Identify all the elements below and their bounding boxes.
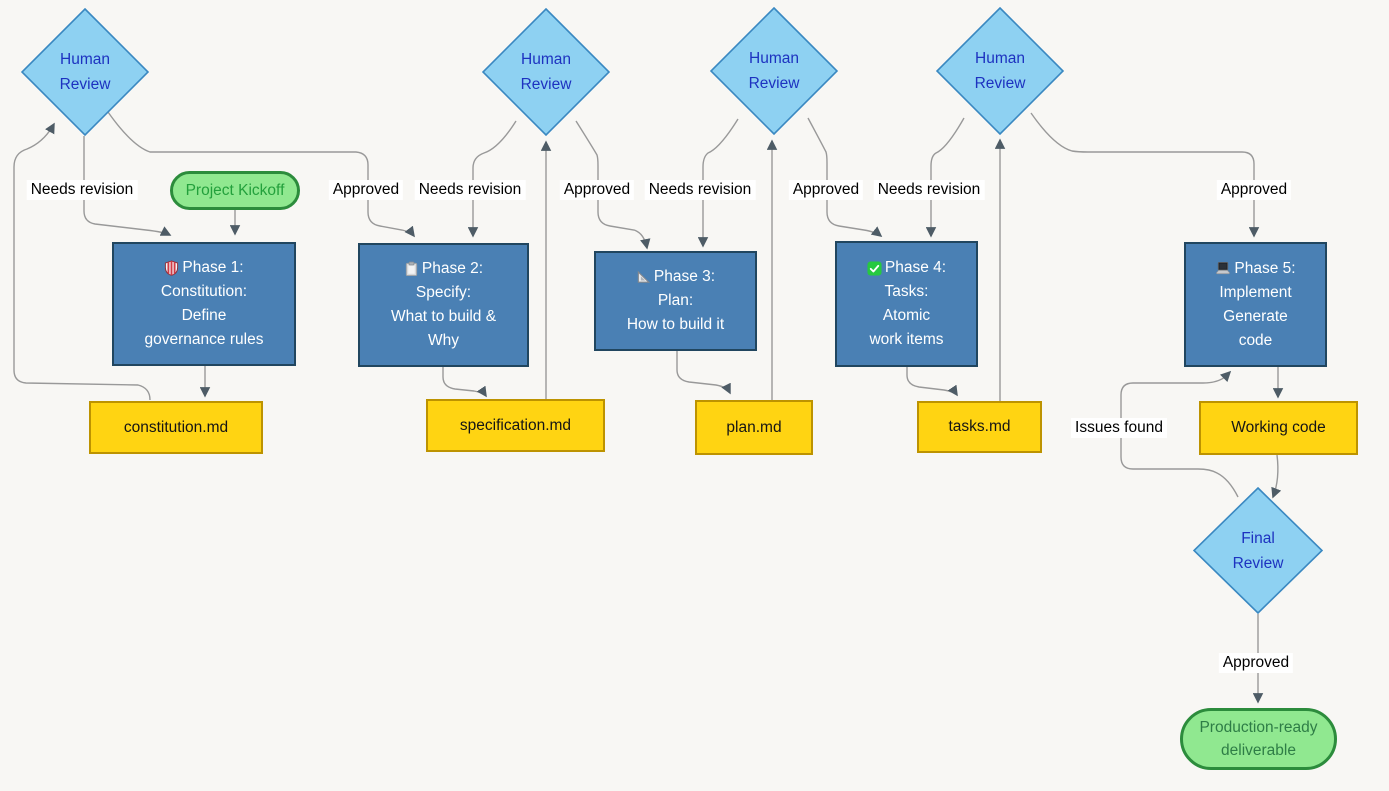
edge-phase2-to-specification bbox=[442, 367, 487, 398]
label-needs-revision-1: Needs revision bbox=[26, 180, 138, 200]
edge-final-review-issues-found-phase5 bbox=[1120, 370, 1239, 498]
artifact-working-code: Working code bbox=[1199, 401, 1358, 455]
phase-line: Tasks: bbox=[884, 283, 929, 300]
edge-review2-needs-revision-phase2 bbox=[467, 120, 517, 238]
artifact-label: specification.md bbox=[459, 416, 572, 434]
artifact-constitution: constitution.md bbox=[89, 401, 263, 454]
phase-2-box: Phase 2: Specify: What to build & Why bbox=[358, 243, 529, 367]
review-line: Human bbox=[521, 51, 571, 68]
review-line: Review bbox=[59, 76, 111, 93]
project-kickoff-node: Project Kickoff bbox=[170, 171, 300, 210]
review-line: Human bbox=[60, 51, 110, 68]
edge-review4-needs-revision-phase4 bbox=[925, 117, 965, 238]
phase-line: governance rules bbox=[144, 331, 264, 348]
phase-line: How to build it bbox=[626, 316, 725, 333]
review-line: Final bbox=[1241, 529, 1275, 547]
edge-phase3-to-plan bbox=[676, 351, 731, 395]
phase-title: Phase 5: bbox=[1234, 259, 1296, 277]
phase-line: What to build & bbox=[390, 308, 497, 325]
check-mark-icon bbox=[867, 260, 882, 276]
clipboard-icon bbox=[404, 261, 419, 277]
phase-line: code bbox=[1238, 331, 1273, 349]
artifact-label: tasks.md bbox=[948, 418, 1011, 435]
label-approved-4: Approved bbox=[1216, 180, 1292, 200]
edge-phase4-to-tasks bbox=[906, 367, 958, 397]
review-line: Human bbox=[749, 50, 799, 67]
diamond-shape bbox=[936, 7, 1064, 135]
review-line: Review bbox=[748, 75, 800, 92]
label-needs-revision-4: Needs revision bbox=[873, 180, 985, 200]
label-approved-3: Approved bbox=[788, 180, 864, 200]
label-approved-1: Approved bbox=[328, 180, 404, 200]
laptop-icon bbox=[1215, 261, 1231, 276]
phase-line: Constitution: bbox=[160, 283, 248, 300]
artifact-specification: specification.md bbox=[426, 399, 605, 452]
edge-review3-needs-revision-phase3 bbox=[697, 118, 739, 248]
production-ready-node: Production-ready deliverable bbox=[1180, 708, 1337, 770]
edge-review4-approved-phase5 bbox=[1030, 112, 1260, 238]
phase-line: work items bbox=[869, 331, 944, 348]
label-needs-revision-3: Needs revision bbox=[644, 180, 756, 200]
phase-title: Phase 3: bbox=[653, 268, 716, 285]
edge-review3-approved-phase4 bbox=[807, 117, 883, 237]
diamond-shape bbox=[21, 8, 149, 136]
project-kickoff-label: Project Kickoff bbox=[185, 182, 285, 199]
phase-1-box: Phase 1: Constitution: Define governance… bbox=[112, 242, 296, 366]
artifact-label: constitution.md bbox=[123, 418, 229, 436]
phase-title: Phase 2: bbox=[421, 260, 484, 277]
phase-line: Atomic bbox=[882, 307, 931, 324]
deliverable-line: Production-ready bbox=[1199, 719, 1318, 736]
artifact-label: plan.md bbox=[726, 418, 782, 436]
phase-line: Define bbox=[181, 307, 227, 324]
phase-title: Phase 4: bbox=[884, 259, 947, 276]
shield-icon bbox=[164, 260, 179, 276]
phase-line: Specify: bbox=[415, 284, 472, 301]
diamond-shape bbox=[482, 8, 610, 136]
phase-line: Implement bbox=[1219, 283, 1292, 301]
label-approved-final: Approved bbox=[1218, 653, 1294, 673]
triangular-ruler-icon bbox=[636, 269, 651, 285]
deliverable-line: deliverable bbox=[1221, 742, 1296, 759]
diamond-shape bbox=[710, 7, 838, 135]
phase-line: Why bbox=[428, 332, 459, 349]
diamond-shape bbox=[1193, 487, 1323, 614]
edge-review1-needs-revision-phase1 bbox=[83, 136, 172, 236]
review-line: Review bbox=[520, 76, 572, 93]
phase-line: Generate bbox=[1223, 307, 1288, 325]
phase-3-box: Phase 3: Plan: How to build it bbox=[594, 251, 757, 351]
edge-working-code-to-final-review bbox=[1271, 454, 1282, 499]
label-needs-revision-2: Needs revision bbox=[414, 180, 526, 200]
phase-line: Plan: bbox=[657, 292, 694, 309]
label-issues-found: Issues found bbox=[1071, 418, 1167, 438]
edge-review2-approved-phase3 bbox=[575, 120, 651, 250]
review-line: Review bbox=[1232, 554, 1284, 572]
review-line: Review bbox=[974, 75, 1026, 92]
phase-title: Phase 1: bbox=[182, 259, 244, 276]
phase-4-box: Phase 4: Tasks: Atomic work items bbox=[835, 241, 978, 367]
artifact-tasks: tasks.md bbox=[917, 401, 1042, 453]
artifact-plan: plan.md bbox=[695, 400, 813, 455]
review-line: Human bbox=[975, 50, 1025, 67]
artifact-label: Working code bbox=[1231, 419, 1326, 436]
edge-constitution-to-review1 bbox=[13, 122, 151, 401]
label-approved-2: Approved bbox=[559, 180, 635, 200]
phase-5-box: Phase 5: Implement Generate code bbox=[1184, 242, 1327, 367]
